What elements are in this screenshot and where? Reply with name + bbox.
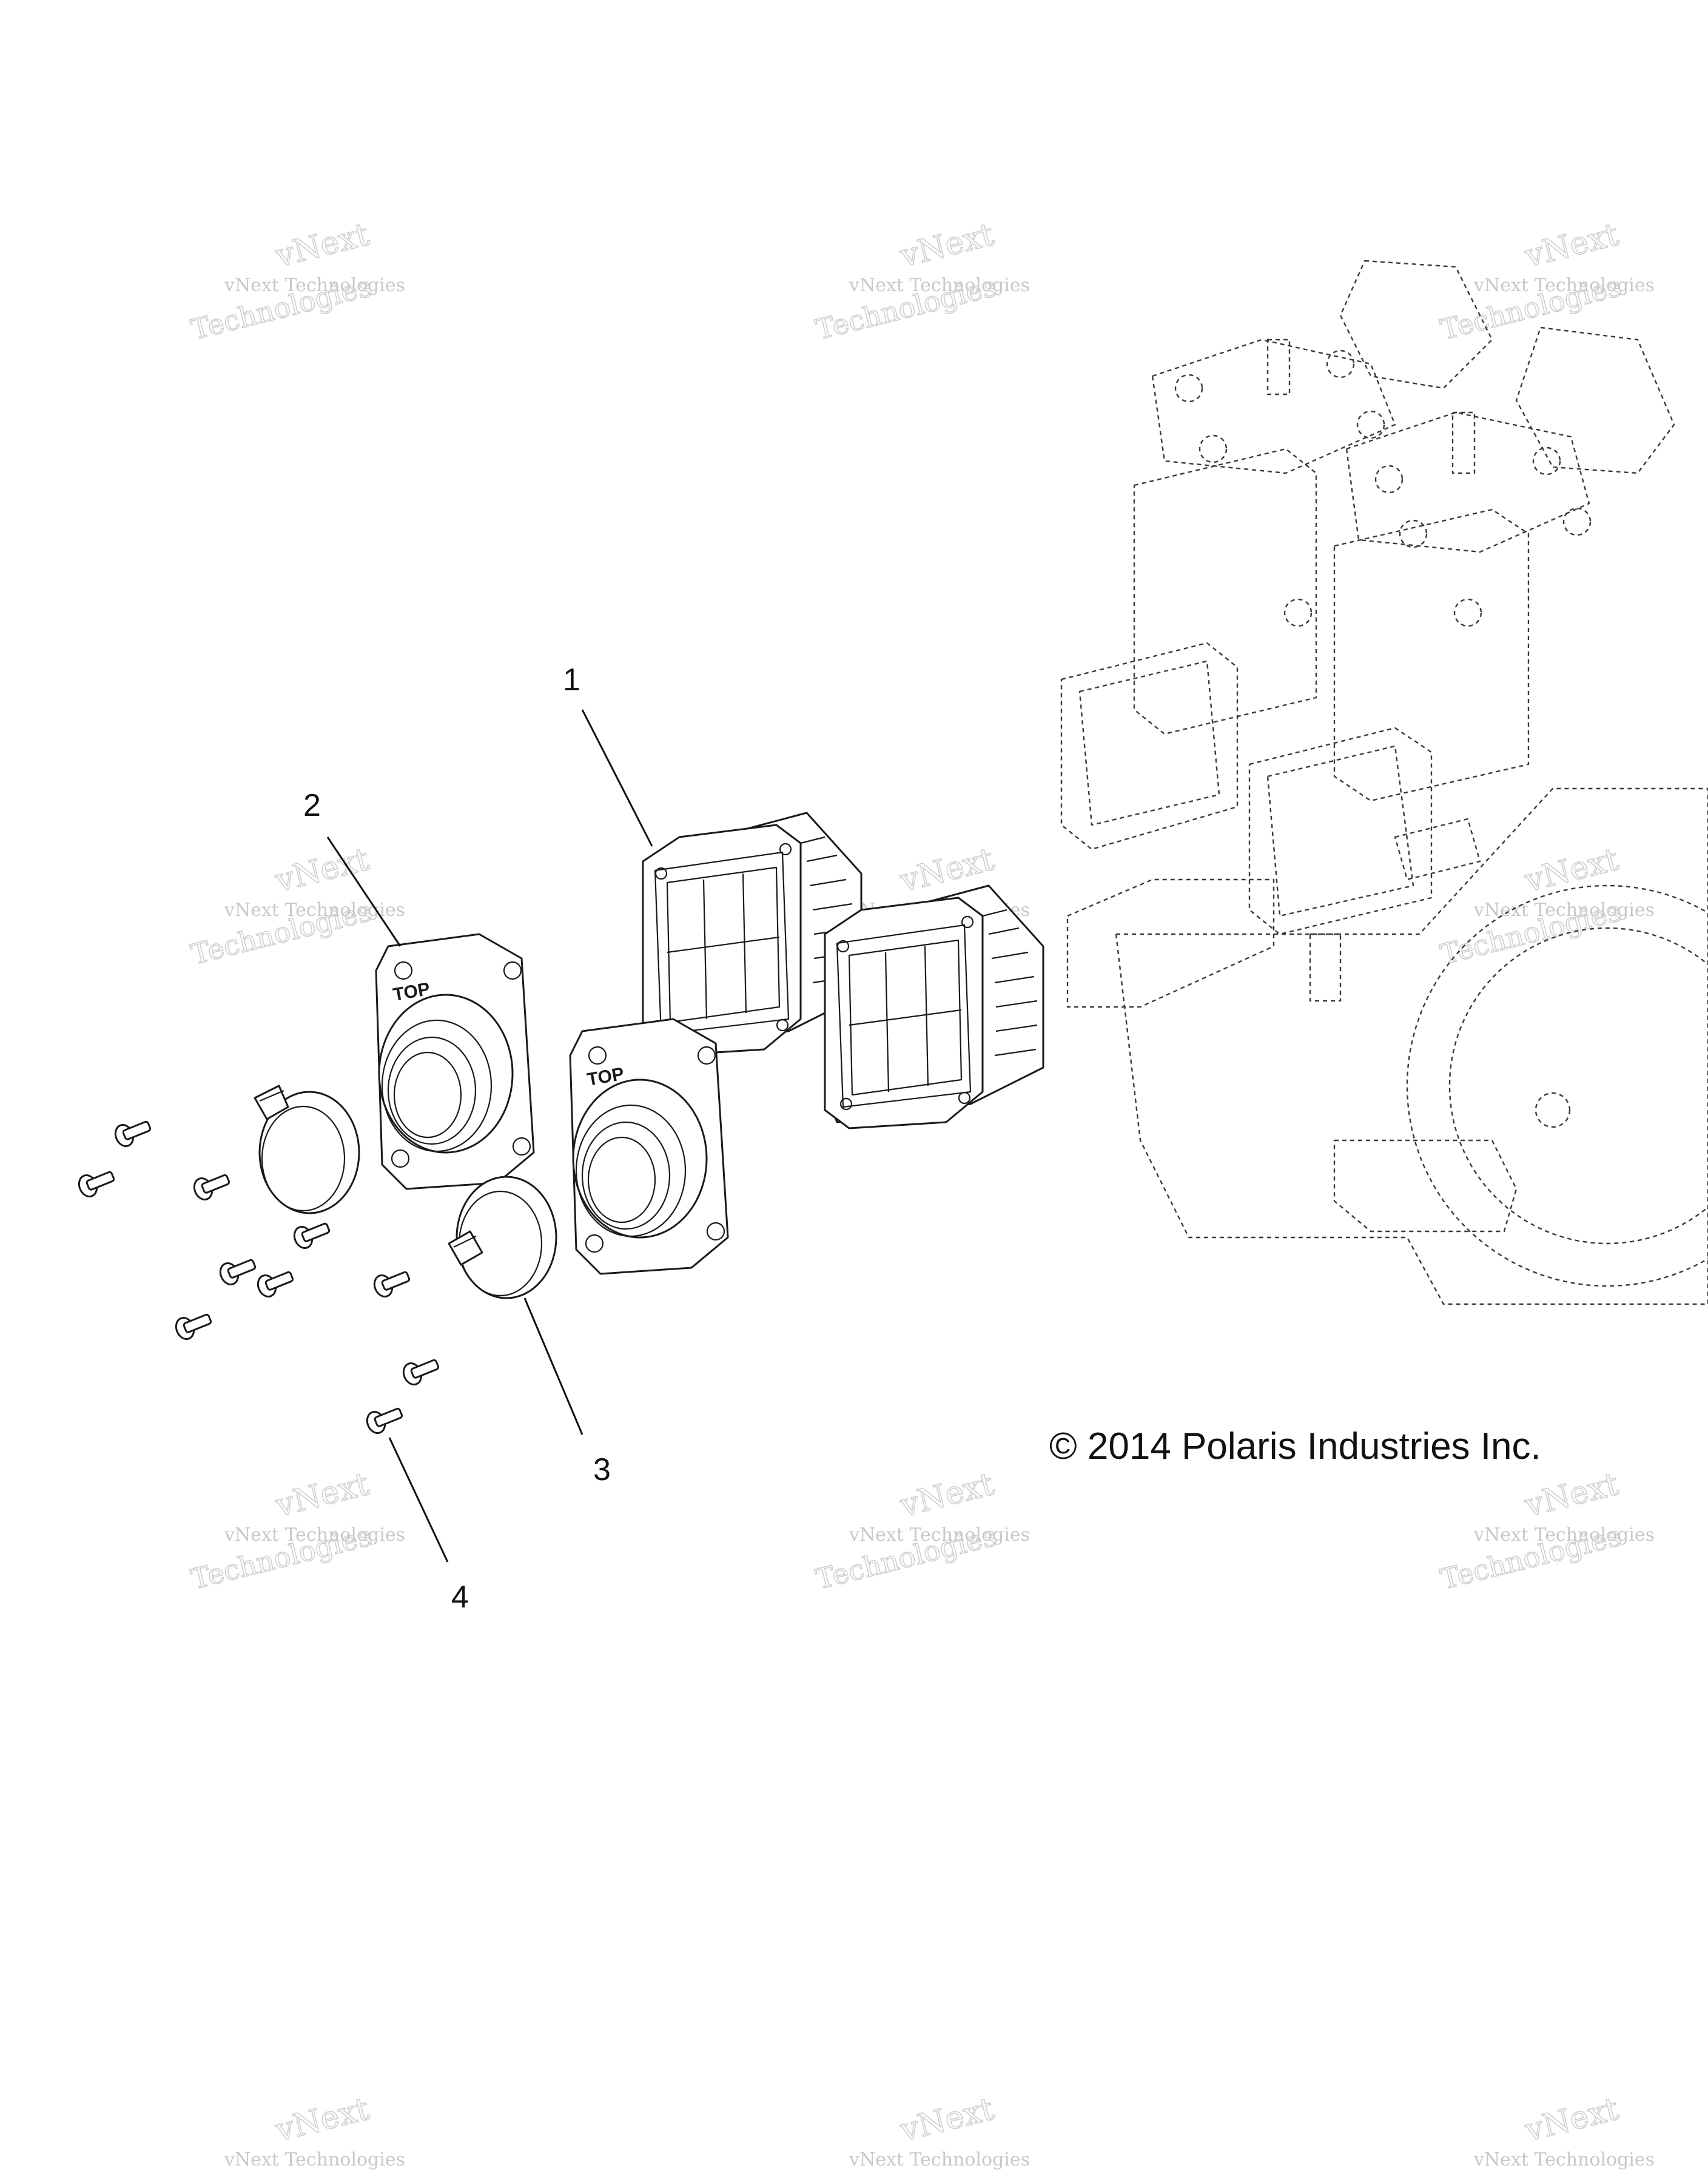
engine-stator-cover-inner <box>1448 927 1708 1245</box>
watermark-company: vNext Technologies <box>224 2149 405 2170</box>
reed-valve-gasket <box>654 851 790 1035</box>
callout-2-leader <box>326 836 402 947</box>
engine-intake-box-left-inner <box>1078 660 1220 826</box>
engine-cylinder-left <box>1133 448 1317 735</box>
watermark-brand: vNext <box>1521 217 1622 275</box>
watermark-brand: vNext <box>272 1466 373 1524</box>
screw <box>293 1222 331 1249</box>
reed-valve-frame <box>824 897 984 1129</box>
engine-fitting <box>1309 933 1342 1002</box>
watermark-tile: vNext vNext Technologies Technologies <box>812 1466 1030 1597</box>
watermark-brand: vNext <box>272 841 373 900</box>
intake-flange: TOP <box>569 1018 729 1275</box>
screw <box>175 1313 212 1340</box>
watermark-layer: vNext vNext Technologies Technologies vN… <box>187 216 1655 2170</box>
watermark-brand: vNext <box>1521 2091 1622 2149</box>
engine-fitting <box>1394 818 1481 881</box>
copyright-notice: © 2014 Polaris Industries Inc. <box>1049 1425 1541 1467</box>
engine-intake-box-left <box>1060 642 1239 850</box>
intake-flange-boot <box>378 994 514 1154</box>
intake-flange-boot <box>572 1079 708 1239</box>
watermark-brand: vNext <box>1521 1466 1622 1524</box>
engine-intake-box-right <box>1248 727 1433 935</box>
watermark-tile: vNext vNext Technologies Technologies <box>1437 841 1655 972</box>
engine-cylinder-right <box>1333 508 1530 802</box>
part-2-intake-flange-assembly: TOP TOP <box>375 933 729 1275</box>
engine-mount-foot-left <box>1066 878 1275 1008</box>
part-4-screw-set <box>78 1120 440 1434</box>
watermark-brand: vNext <box>272 2091 373 2149</box>
engine-cover-bolt <box>1535 1092 1571 1128</box>
watermark-company: vNext Technologies <box>224 275 405 296</box>
engine-exhaust-cone-right <box>1515 326 1675 474</box>
watermark-tile: vNext vNext Technologies Technologies <box>187 216 405 347</box>
engine-intake-box-right-inner <box>1266 745 1414 917</box>
watermark-tile: vNext vNext Technologies Technologies <box>812 216 1030 347</box>
watermark-brand: vNext <box>272 217 373 275</box>
screw <box>219 1259 257 1285</box>
part-3-clamp-assembly <box>254 1085 557 1299</box>
screw <box>114 1120 152 1147</box>
watermark-brand: vNext <box>896 2091 998 2149</box>
reed-valve-gasket <box>836 924 972 1108</box>
engine-head-left <box>1151 338 1396 474</box>
callouts: 1 2 3 4 <box>303 662 653 1615</box>
engine-spark-plug-right <box>1451 411 1476 474</box>
reed-valve <box>824 884 1044 1129</box>
watermark-company: vNext Technologies <box>224 900 405 921</box>
engine-assembly <box>1060 260 1708 1305</box>
watermark-company: vNext Technologies <box>1473 1524 1655 1546</box>
engine-head-bolts <box>1174 349 1592 627</box>
watermark-brand: vNext <box>896 1466 998 1524</box>
callout-3-label: 3 <box>593 1452 611 1487</box>
intake-flange: TOP <box>375 933 535 1190</box>
watermark-company: vNext Technologies <box>849 2149 1030 2170</box>
watermark-tile: vNext vNext Technologies <box>224 2090 405 2170</box>
hose-clamp <box>448 1176 557 1299</box>
engine-mount-foot-right <box>1333 1139 1518 1233</box>
watermark-tile: vNext vNext Technologies <box>849 2090 1030 2170</box>
watermark-company: vNext Technologies <box>1473 2149 1655 2170</box>
screw <box>402 1359 440 1385</box>
callout-1-label: 1 <box>563 662 580 698</box>
watermark-brand: vNext <box>1521 841 1622 900</box>
engine-head-right <box>1345 411 1590 553</box>
watermark-tile: vNext vNext Technologies Technologies <box>187 1466 405 1597</box>
watermark-company: vNext Technologies <box>224 1524 405 1546</box>
watermark-brand: vNext <box>896 217 998 275</box>
watermark-tile: vNext vNext Technologies Technologies <box>1437 1466 1655 1597</box>
screw <box>366 1407 403 1434</box>
watermark-tile: vNext vNext Technologies <box>1473 2090 1655 2170</box>
watermark-company: vNext Technologies <box>1473 900 1655 921</box>
callout-1-leader <box>581 709 653 847</box>
callout-4-leader <box>388 1437 449 1563</box>
screw <box>373 1271 411 1297</box>
watermark-company: vNext Technologies <box>849 275 1030 296</box>
watermark-company: vNext Technologies <box>849 1524 1030 1546</box>
screw <box>78 1171 115 1197</box>
hose-clamp <box>254 1085 360 1214</box>
callout-2-label: 2 <box>303 788 321 823</box>
screw <box>193 1174 230 1200</box>
screw <box>257 1271 294 1297</box>
part-1-reed-valve-assembly <box>642 812 1044 1129</box>
hose-clamp-screw <box>448 1230 483 1266</box>
callout-3-leader <box>523 1297 583 1435</box>
reed-valve <box>642 812 862 1057</box>
engine-spark-plug-left <box>1266 338 1291 395</box>
watermark-company: vNext Technologies <box>1473 275 1655 296</box>
callout-4-label: 4 <box>451 1580 469 1615</box>
engine-crankcase <box>1115 787 1708 1305</box>
hose-clamp-screw <box>254 1085 289 1120</box>
watermark-tile: vNext vNext Technologies Technologies <box>1437 216 1655 347</box>
